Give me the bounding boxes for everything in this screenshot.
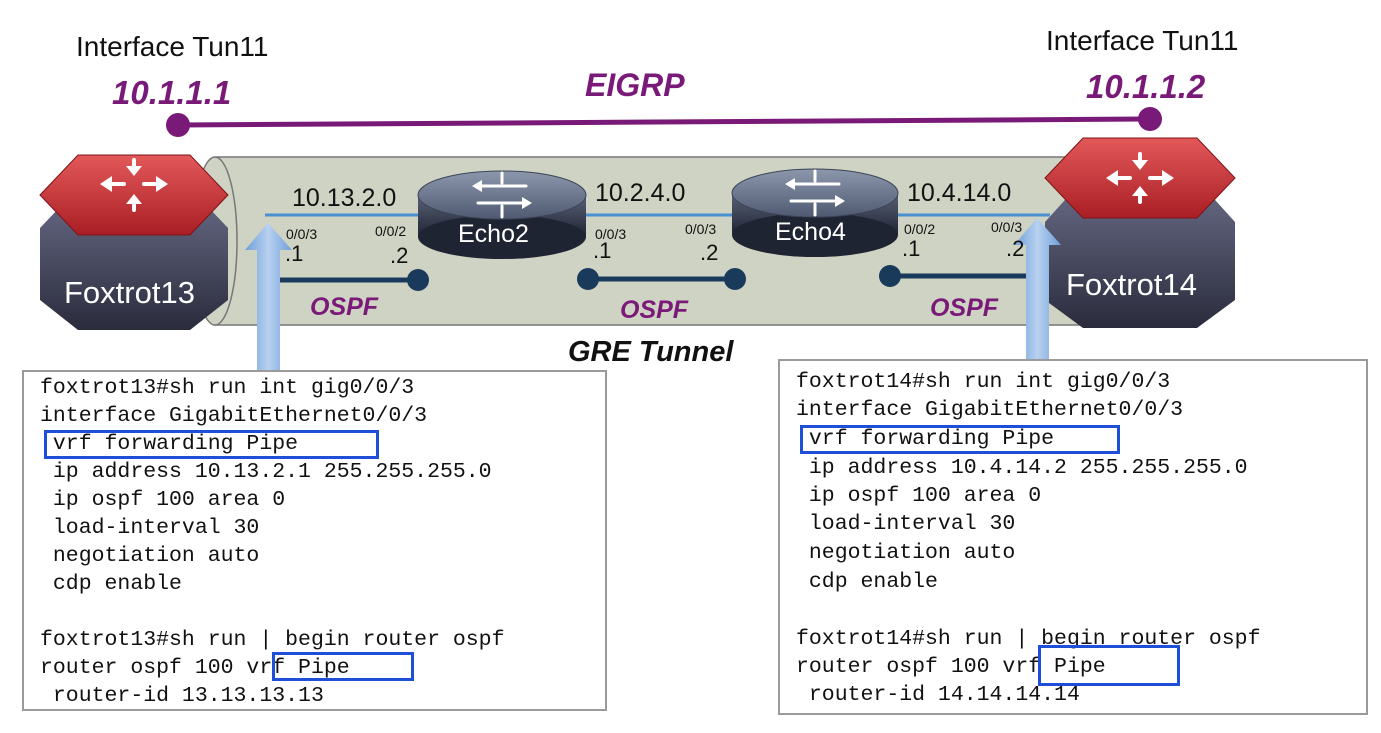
pointer-arrow-right-icon — [1014, 218, 1061, 360]
subnet-label-1: 10.13.2.0 — [292, 184, 396, 212]
port-label-5: 0/0/2 — [904, 221, 935, 237]
cli-line: ip address 10.13.2.1 255.255.255.0 — [40, 460, 492, 484]
foxtrot14-label: Foxtrot14 — [1066, 267, 1197, 302]
foxtrot13-router-icon — [39, 154, 229, 330]
foxtrot13-label: Foxtrot13 — [64, 275, 195, 310]
host-label-3: .1 — [593, 238, 611, 263]
ospf-bar-2 — [577, 268, 746, 290]
cli-line: cdp enable — [40, 572, 182, 596]
port-label-6: 0/0/3 — [991, 219, 1022, 235]
cli-line: ip ospf 100 area 0 — [796, 484, 1042, 508]
vrf-pipe-highlight — [272, 652, 414, 681]
port-label-3: 0/0/3 — [595, 226, 626, 242]
cli-output-foxtrot13: foxtrot13#sh run int gig0/0/3 interface … — [22, 370, 607, 711]
left-tunnel-label: Interface Tun11 — [76, 31, 269, 62]
host-label-2: .2 — [390, 243, 408, 268]
cli-line: vrf forwarding Pipe — [796, 427, 1055, 451]
subnet-label-3: 10.4.14.0 — [907, 179, 1011, 207]
subnet-label-2: 10.2.4.0 — [595, 179, 685, 207]
port-label-1: 0/0/3 — [286, 226, 317, 242]
cli-line: negotiation auto — [796, 541, 1016, 565]
left-tunnel-ip: 10.1.1.1 — [112, 74, 231, 111]
cli-line: router-id 13.13.13.13 — [40, 684, 324, 708]
cli-line: negotiation auto — [40, 544, 260, 568]
cli-line: foxtrot14#sh run | begin router ospf — [796, 627, 1261, 651]
cli-line: router ospf 100 vrf Pipe — [40, 656, 350, 680]
cli-line: load-interval 30 — [40, 516, 260, 540]
vrf-forwarding-highlight — [44, 430, 379, 459]
eigrp-label: EIGRP — [585, 67, 685, 103]
echo2-label: Echo2 — [458, 220, 529, 248]
echo4-label: Echo4 — [775, 218, 846, 246]
port-label-2: 0/0/2 — [375, 223, 406, 239]
host-label-6: .2 — [1006, 236, 1024, 261]
echo2-router-icon — [417, 170, 587, 259]
ospf-label-3: OSPF — [930, 294, 999, 322]
cli-line: ip ospf 100 area 0 — [40, 488, 286, 512]
ospf-label-1: OSPF — [310, 293, 379, 321]
gre-tunnel-label: GRE Tunnel — [568, 336, 734, 368]
cli-line: router-id 14.14.14.14 — [796, 683, 1080, 707]
cli-line: foxtrot13#sh run int gig0/0/3 — [40, 376, 415, 400]
vrf-forwarding-highlight — [800, 425, 1120, 454]
right-tunnel-ip: 10.1.1.2 — [1086, 68, 1206, 105]
cli-output-foxtrot14: foxtrot14#sh run int gig0/0/3 interface … — [778, 359, 1368, 715]
cli-line: vrf forwarding Pipe — [40, 432, 299, 456]
echo4-router-icon — [731, 168, 899, 257]
cli-line: load-interval 30 — [796, 512, 1016, 536]
cli-line: cdp enable — [796, 570, 938, 594]
cli-line: foxtrot13#sh run | begin router ospf — [40, 628, 505, 652]
right-tunnel-label: Interface Tun11 — [1046, 25, 1239, 56]
pointer-arrow-left-icon — [245, 223, 292, 370]
foxtrot14-router-icon — [1044, 137, 1236, 328]
eigrp-adjacency — [166, 107, 1162, 137]
cli-line: foxtrot14#sh run int gig0/0/3 — [796, 370, 1171, 394]
cli-line: ip address 10.4.14.2 255.255.255.0 — [796, 456, 1248, 480]
cli-line: interface GigabitEthernet0/0/3 — [40, 404, 428, 428]
cli-line: interface GigabitEthernet0/0/3 — [796, 398, 1184, 422]
ospf-label-2: OSPF — [620, 296, 689, 324]
host-label-1: .1 — [285, 241, 303, 266]
vrf-pipe-highlight — [1038, 645, 1180, 686]
host-label-5: .1 — [902, 236, 920, 261]
host-label-4: .2 — [700, 240, 718, 265]
port-label-4: 0/0/3 — [685, 221, 716, 237]
cli-line: router ospf 100 vrf Pipe — [796, 655, 1106, 679]
